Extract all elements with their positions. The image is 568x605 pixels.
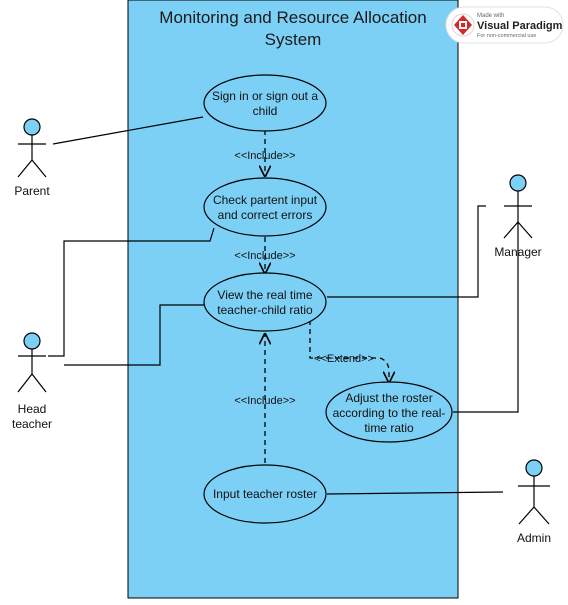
association-manager-view [327,205,486,298]
watermark-badge: Made with Visual Paradigm For non-commer… [445,6,564,44]
use-case-view-ratio[interactable]: View the real time teacher-child ratio [203,272,327,332]
actor-admin[interactable]: Admin [517,459,551,545]
actor-parent-label: Parent [14,184,50,198]
actor-admin-label: Admin [517,531,551,545]
actor-head-teacher-label-line2: teacher [12,417,52,431]
use-case-check-input[interactable]: Check partent input and correct errors [203,177,327,237]
system-title-line2: System [265,30,322,49]
use-case-adjust-roster-line3: time ratio [364,421,414,435]
extend-view-adjust [309,320,389,382]
visual-paradigm-logo-icon [451,13,475,37]
actor-parent-head [23,118,41,136]
watermark-note: For non-commercial use [477,33,536,39]
actor-parent[interactable]: Parent [14,118,50,198]
watermark-made-with: Made with [477,13,504,19]
actor-head-teacher[interactable]: Head teacher [12,332,52,431]
use-case-sign-in-line2: child [253,104,278,118]
use-case-adjust-roster-line2: according to the real- [333,406,446,420]
extend-label: <<Extend>> [314,353,374,365]
use-case-input-roster[interactable]: Input teacher roster [203,464,327,524]
actor-manager-label: Manager [494,245,541,259]
actor-admin-head [525,459,543,477]
watermark-brand: Visual Paradigm [477,20,563,32]
association-parent-signin [52,116,204,145]
use-case-view-ratio-line1: View the real time [217,288,312,302]
use-case-adjust-roster[interactable]: Adjust the roster according to the real-… [325,381,453,443]
use-case-check-input-line2: and correct errors [218,208,313,222]
use-case-sign-in-line1: Sign in or sign out a [212,89,318,103]
use-case-view-ratio-line2: teacher-child ratio [217,303,313,317]
actor-head-teacher-head [23,332,41,350]
use-case-sign-in[interactable]: Sign in or sign out a child [203,74,327,132]
use-case-check-input-line1: Check partent input [213,193,318,207]
association-headteacher-check [48,227,215,357]
association-manager-adjust [453,222,519,413]
include-label-1: <<Include>> [234,150,295,162]
association-admin-input [326,491,504,495]
association-headteacher-view [64,304,206,366]
include-label-2: <<Include>> [234,250,295,262]
include-label-3: <<Include>> [234,395,295,407]
system-title-line1: Monitoring and Resource Allocation [159,8,426,27]
actor-manager-head [509,174,527,192]
use-case-adjust-roster-line1: Adjust the roster [345,391,432,405]
actor-manager[interactable]: Manager [494,174,542,259]
actor-head-teacher-label-line1: Head [18,402,47,416]
use-case-input-roster-line1: Input teacher roster [213,487,317,501]
